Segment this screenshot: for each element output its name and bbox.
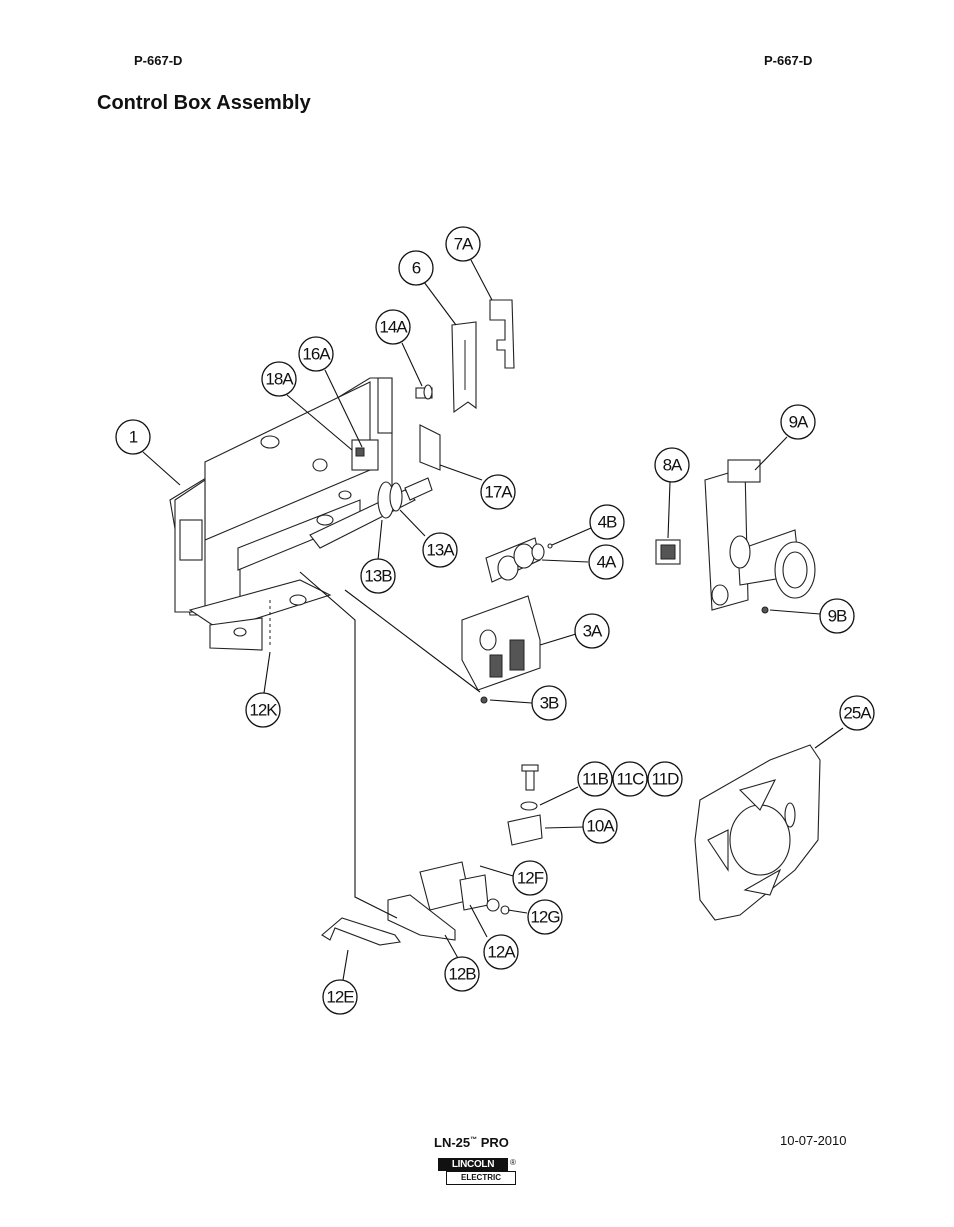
svg-text:12A: 12A [487,943,516,962]
svg-text:1: 1 [129,428,138,447]
callout-6: 6 [398,250,434,286]
svg-text:17A: 17A [484,483,513,502]
svg-text:11C: 11C [617,770,645,789]
callout-10A: 10A [582,808,618,844]
shaft-assembly-part [309,477,433,549]
registered-mark: ® [510,1158,516,1167]
callout-9B: 9B [819,598,855,634]
revision-date: 10-07-2010 [780,1133,847,1148]
logo-bottom-text: ELECTRIC [446,1171,516,1185]
callout-4A: 4A [588,544,624,580]
page-code-left: P-667-D [134,53,183,68]
callout-13A: 13A [422,532,458,568]
svg-text:12B: 12B [448,965,476,984]
svg-text:18A: 18A [265,370,294,389]
callout-12E: 12E [322,979,358,1015]
callout-18A: 18A [261,361,297,397]
bolt-part [520,764,539,811]
svg-text:7A: 7A [454,235,474,254]
bracket-part-12E [321,917,401,946]
svg-text:12K: 12K [249,701,278,720]
svg-text:12G: 12G [530,908,559,927]
callout-11D: 11D [647,761,683,797]
callout-7A: 7A [445,226,481,262]
svg-text:13A: 13A [426,541,455,560]
callout-8A: 8A [654,447,690,483]
svg-text:12F: 12F [517,869,544,888]
connector-part-8A [655,539,681,565]
plate-part-7A [489,299,515,369]
callout-1: 1 [115,419,151,455]
callout-11C: 11C [612,761,648,797]
bracket-part-6 [451,321,477,414]
svg-text:25A: 25A [843,704,872,723]
svg-text:6: 6 [412,259,421,278]
callout-9A: 9A [780,404,816,440]
callout-3A: 3A [574,613,610,649]
svg-text:3B: 3B [540,694,559,713]
callout-25A: 25A [839,695,875,731]
plate-part-25A [694,744,821,921]
callout-4B: 4B [589,504,625,540]
svg-text:11D: 11D [652,770,680,789]
lincoln-electric-logo: LINCOLN ELECTRIC ® [438,1158,516,1186]
solenoid-part [419,861,510,915]
svg-text:4A: 4A [597,553,617,572]
callout-12F: 12F [512,860,548,896]
clip-part-10A [507,814,543,846]
callout-17A: 17A [480,474,516,510]
logo-top-text: LINCOLN [438,1158,508,1171]
capacitor-board-part [485,537,553,583]
page-code-right: P-667-D [764,53,813,68]
page-title: Control Box Assembly [97,92,311,114]
callout-12K: 12K [245,692,281,728]
callout-14A: 14A [375,309,411,345]
pc-board-part [461,595,541,704]
callout-13B: 13B [360,558,396,594]
svg-text:9B: 9B [828,607,847,626]
switch-part-16A [351,439,379,471]
svg-text:8A: 8A [663,456,683,475]
svg-text:12E: 12E [326,988,354,1007]
svg-text:10A: 10A [586,817,615,836]
motor-part [704,459,816,614]
bushing-part-14A [415,384,433,400]
leader-lines [142,259,844,981]
callout-12G: 12G [527,899,563,935]
bracket-part-12B [387,894,456,941]
bracket-part-17A [419,424,441,471]
callout-12A: 12A [483,934,519,970]
svg-text:14A: 14A [379,318,408,337]
svg-text:3A: 3A [583,622,603,641]
svg-text:13B: 13B [364,567,392,586]
svg-text:11B: 11B [582,770,609,789]
model-name: LN-25™ PRO [434,1135,509,1150]
callout-16A: 16A [298,336,334,372]
callout-12B: 12B [444,956,480,992]
svg-text:9A: 9A [789,413,809,432]
callout-3B: 3B [531,685,567,721]
svg-text:4B: 4B [598,513,617,532]
callout-11B: 11B [577,761,613,797]
svg-text:16A: 16A [302,345,331,364]
